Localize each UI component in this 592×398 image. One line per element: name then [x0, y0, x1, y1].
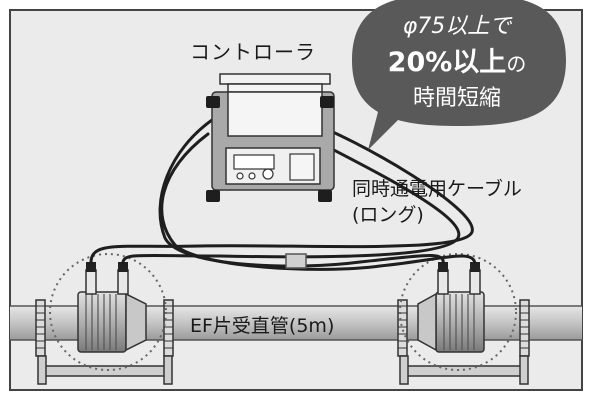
controller-button	[248, 172, 256, 180]
callout-bubble	[352, 0, 566, 150]
simultaneous-cables	[89, 118, 477, 271]
controller-foot	[206, 96, 220, 108]
callout-suffix: の	[506, 52, 527, 76]
controller-foot	[206, 190, 220, 202]
right-ef-coupler	[417, 262, 485, 353]
left-highlight-circle	[49, 253, 167, 371]
callout-line2: 20%以上の	[352, 40, 562, 79]
right-clamp	[397, 299, 530, 385]
cable-label: 同時通電用ケーブル (ロング)	[352, 176, 522, 228]
cable-label-line1: 同時通電用ケーブル	[352, 178, 522, 200]
left-ef-coupler	[77, 262, 147, 353]
controller-knob	[262, 168, 274, 180]
controller-unit	[206, 73, 335, 202]
controller-display	[233, 154, 275, 170]
cable-label-line2: (ロング)	[352, 204, 424, 226]
controller-foot	[318, 190, 332, 202]
right-highlight-circle	[399, 253, 517, 371]
controller-button	[236, 172, 244, 180]
callout-highlight: 20%以上	[387, 47, 507, 78]
callout-line3: 時間短縮	[412, 86, 501, 111]
callout-line1: φ75以上で	[402, 14, 512, 39]
left-clamp	[35, 299, 174, 385]
pipe-label: EF片受直管(5m)	[190, 315, 335, 337]
controller-label: コントローラ	[190, 40, 316, 64]
controller-foot	[320, 96, 334, 108]
